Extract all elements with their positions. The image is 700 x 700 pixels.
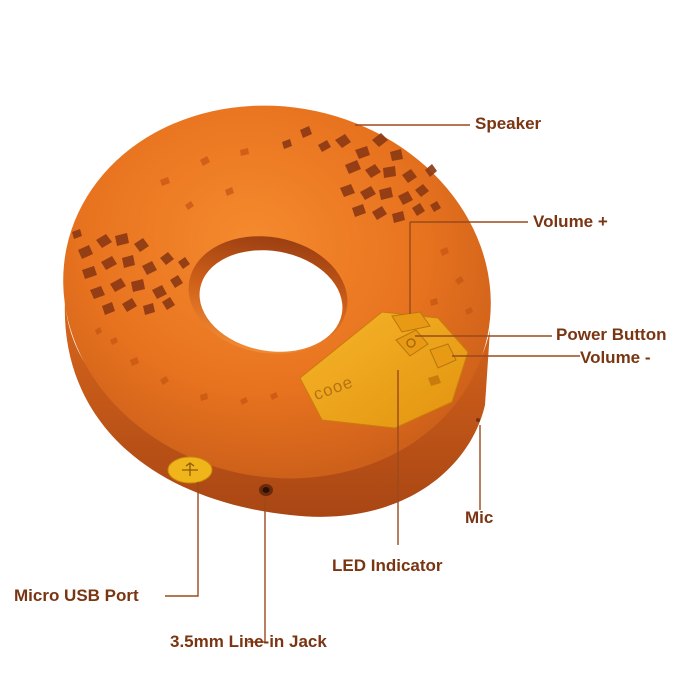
button-panel: cooe — [299, 311, 469, 429]
line-in-jack — [259, 484, 273, 496]
label-micro-usb-port: Micro USB Port — [14, 586, 139, 605]
led-indicator-mark — [428, 375, 441, 386]
speaker-grille-top — [282, 126, 441, 223]
volume-down-button[interactable] — [429, 343, 457, 369]
usb-icon — [182, 462, 198, 476]
leader-volume-up — [409, 221, 528, 314]
label-led-indicator: LED Indicator — [332, 556, 443, 575]
label-line-in-jack: 3.5mm Line-in Jack — [170, 632, 327, 651]
label-mic: Mic — [465, 508, 494, 527]
label-speaker: Speaker — [475, 114, 542, 133]
micro-usb-port — [167, 456, 213, 484]
power-icon — [406, 338, 416, 348]
label-volume-up: Volume + — [533, 212, 608, 231]
speaker-grille-left — [72, 229, 190, 315]
decorative-fragments — [95, 148, 473, 405]
mic-hole — [476, 418, 480, 422]
label-volume-down: Volume - — [580, 348, 651, 367]
leader-lines — [165, 124, 580, 643]
leader-line-in — [248, 497, 266, 643]
label-power-button: Power Button — [556, 325, 667, 344]
leader-usb — [165, 482, 199, 597]
center-hole — [199, 250, 343, 352]
